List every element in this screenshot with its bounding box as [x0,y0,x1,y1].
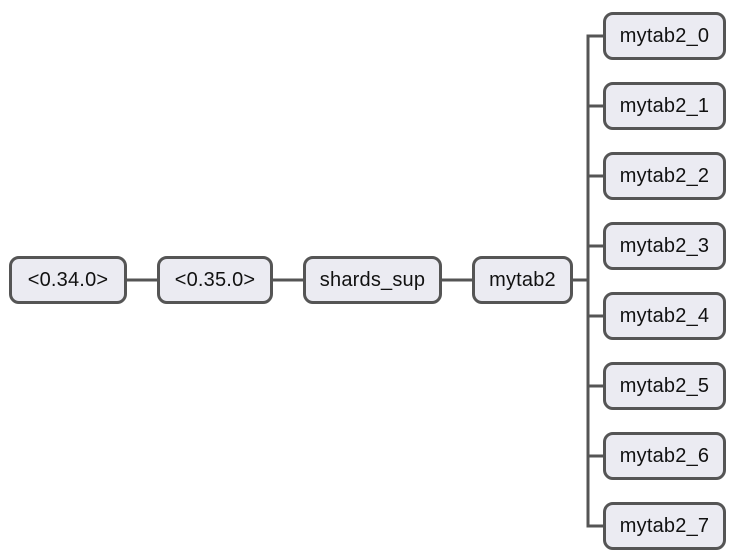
node-mytab2: mytab2 [472,256,573,304]
node-mytab2-0: mytab2_0 [603,12,726,60]
node-mytab2-5: mytab2_5 [603,362,726,410]
node-process-0-34-0: <0.34.0> [9,256,127,304]
node-shards-sup: shards_sup [303,256,442,304]
node-mytab2-3: mytab2_3 [603,222,726,270]
node-mytab2-4: mytab2_4 [603,292,726,340]
node-process-0-35-0: <0.35.0> [157,256,273,304]
node-mytab2-6: mytab2_6 [603,432,726,480]
node-mytab2-1: mytab2_1 [603,82,726,130]
node-mytab2-2: mytab2_2 [603,152,726,200]
node-mytab2-7: mytab2_7 [603,502,726,550]
